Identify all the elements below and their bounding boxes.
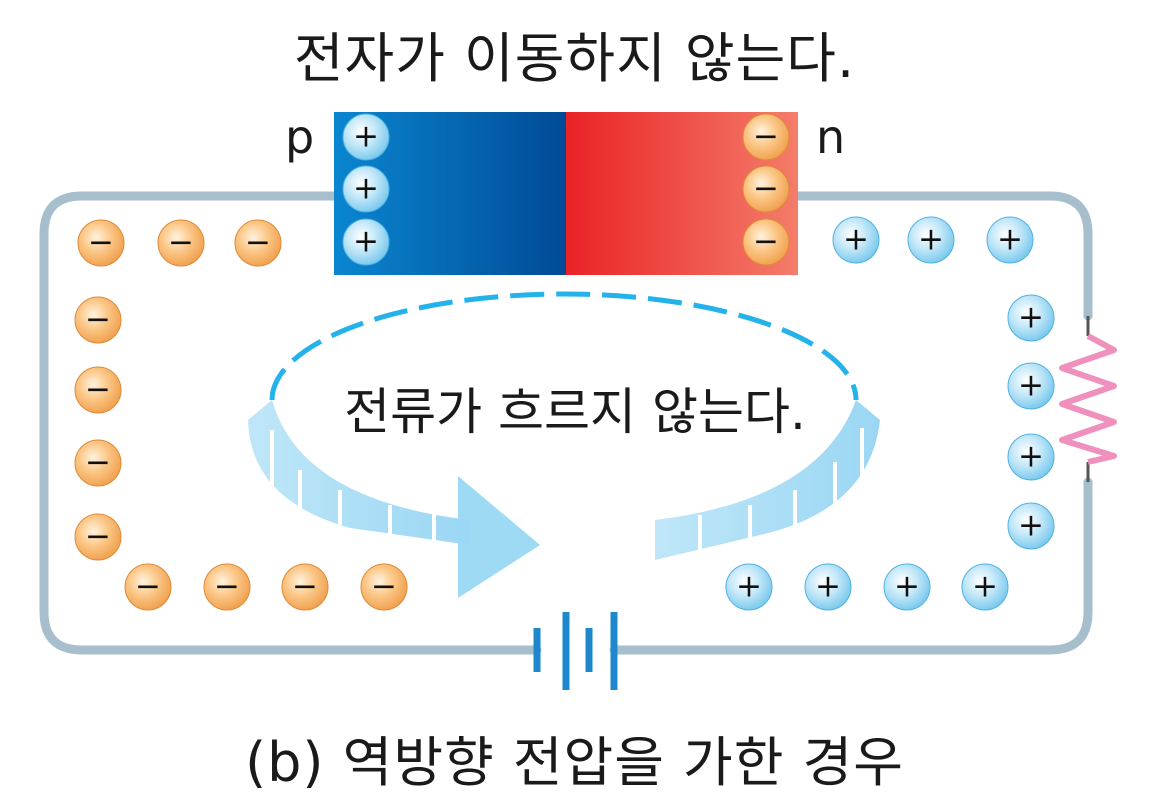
wire-electron: − [74, 439, 122, 487]
plus-sign: + [843, 222, 869, 258]
minus-sign: − [753, 171, 779, 207]
wire-electron: − [281, 563, 329, 611]
p-region-hole: + [342, 218, 390, 266]
wire-electron: − [360, 563, 408, 611]
wire-electron: − [74, 296, 122, 344]
wire-positive-charge: + [961, 563, 1009, 611]
wire-electron: − [124, 563, 172, 611]
n-type-label: n [816, 110, 846, 164]
n-region-electron: − [742, 218, 790, 266]
wire-positive-charge: + [832, 216, 880, 264]
plus-sign: + [1018, 439, 1044, 475]
plus-sign: + [815, 569, 841, 605]
figure-caption: (b) 역방향 전압을 가한 경우 [245, 731, 904, 794]
wire-positive-charge: + [1007, 502, 1055, 550]
plus-sign: + [353, 171, 379, 207]
wire-electron: − [157, 219, 205, 267]
minus-sign: − [85, 302, 111, 338]
p-region-hole: + [342, 165, 390, 213]
wire-positive-charge: + [1007, 362, 1055, 410]
minus-sign: − [214, 569, 240, 605]
minus-sign: − [85, 445, 111, 481]
minus-sign: − [753, 119, 779, 155]
diagram-title: 전자가 이동하지 않는다. [293, 27, 856, 90]
n-region-electron: − [742, 165, 790, 213]
wire-positive-charge: + [986, 216, 1034, 264]
wire-electron: − [77, 219, 125, 267]
plus-sign: + [736, 569, 762, 605]
charge-layer: +++−−−−−−−−−−−−−−+++++++++++ [74, 113, 1055, 611]
battery-symbol [533, 612, 618, 690]
minus-sign: − [85, 372, 111, 408]
minus-sign: − [135, 569, 161, 605]
wire-positive-charge: + [804, 563, 852, 611]
minus-sign: − [168, 225, 194, 261]
n-region-electron: − [742, 113, 790, 161]
wire-electron: − [203, 563, 251, 611]
wire-positive-charge: + [725, 563, 773, 611]
plus-sign: + [918, 222, 944, 258]
circuit-wire [39, 191, 1093, 655]
wire-positive-charge: + [1007, 433, 1055, 481]
resistor-symbol [1059, 316, 1117, 482]
wire-electron: − [234, 219, 282, 267]
plus-sign: + [972, 569, 998, 605]
wire-positive-charge: + [883, 563, 931, 611]
p-type-label: p [285, 110, 315, 164]
minus-sign: − [292, 569, 318, 605]
plus-sign: + [1018, 368, 1044, 404]
plus-sign: + [894, 569, 920, 605]
p-region-hole: + [342, 113, 390, 161]
wire-electron: − [74, 366, 122, 414]
wire-positive-charge: + [907, 216, 955, 264]
minus-sign: − [88, 225, 114, 261]
plus-sign: + [997, 222, 1023, 258]
wire-electron: − [74, 513, 122, 561]
plus-sign: + [1018, 508, 1044, 544]
current-note: 전류가 흐르지 않는다. [344, 383, 806, 441]
plus-sign: + [353, 224, 379, 260]
minus-sign: − [245, 225, 271, 261]
plus-sign: + [1018, 300, 1044, 336]
minus-sign: − [753, 224, 779, 260]
wire-positive-charge: + [1007, 294, 1055, 342]
plus-sign: + [353, 119, 379, 155]
minus-sign: − [85, 519, 111, 555]
current-ring [248, 291, 880, 598]
minus-sign: − [371, 569, 397, 605]
